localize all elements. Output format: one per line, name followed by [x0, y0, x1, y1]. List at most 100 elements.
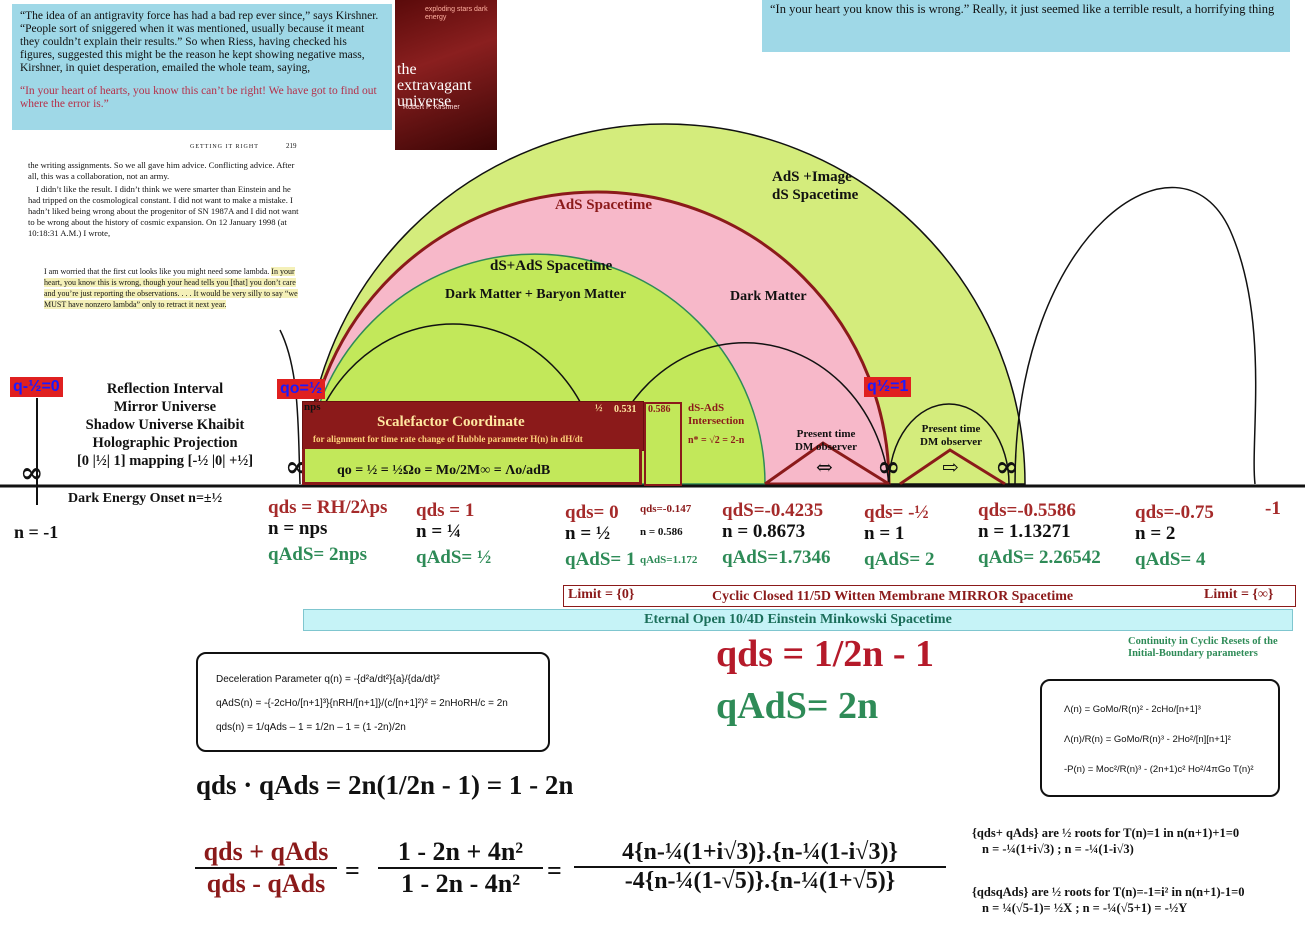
- quote-box-left: “The idea of an antigravity force has ha…: [12, 4, 392, 130]
- roots-1b: n = -¼(1+i√3) ; n = -¼(1-i√3): [982, 842, 1134, 856]
- scalefactor-lower: qo = ½ = ½Ωo = Mo/2M∞ = Λo/adB: [302, 449, 642, 485]
- bar-cyclic-text: Cyclic Closed 11/5D Witten Membrane MIRR…: [712, 589, 1074, 604]
- quote-left-text: “The idea of an antigravity force has ha…: [20, 10, 379, 74]
- label-586: 0.586: [648, 404, 671, 415]
- label-n-minus-one: n = -1: [14, 522, 59, 542]
- scalefactor-531: 0.531: [614, 404, 637, 415]
- column-4: qds= -½ n = 1 qAdS= 2: [864, 502, 935, 570]
- observer-arrow-1: ⇔: [816, 455, 833, 479]
- label-ads-image: AdS +Image: [772, 169, 852, 185]
- roots-1a: {qds+ qAds} are ½ roots for T(n)=1 in n(…: [972, 826, 1240, 840]
- left-curve: [279, 329, 301, 485]
- label-ds-ads-intersection: dS-AdS Intersection: [688, 402, 745, 427]
- region-dm-bm: Dark Matter + Baryon Matter: [445, 287, 627, 302]
- page-para1: the writing assignments. So we all gave …: [28, 160, 295, 181]
- scalefactor-title: Scalefactor Coordinate: [377, 414, 525, 430]
- ratio-den-right: -4{n-¼(1-√5)}.{n-¼(1+√5)}: [624, 868, 896, 894]
- quote-left-red: “In your heart of hearts, you know this …: [20, 85, 377, 110]
- region-ads-image: AdS +Image dS Spacetime: [772, 168, 858, 204]
- observer-triangle-2: [899, 448, 1006, 486]
- label-reflection: Reflection Interval: [106, 381, 224, 397]
- formula-qads: qAdS= 2n: [716, 685, 879, 727]
- col2-qads: qAdS= 1: [565, 549, 636, 570]
- decel-line-3: qds(n) = 1/qAds – 1 = 1/2n – 1 = (1 -2n)…: [216, 722, 406, 733]
- deceleration-box: Deceleration Parameter q(n) = -{d²a/dt²}…: [196, 652, 550, 752]
- formula-qds: qds = 1/2n - 1: [716, 633, 935, 675]
- ratio-right: 4{n-¼(1+i√3)}.{n-¼(1-i√3)} -4{n-¼(1-√5)}…: [574, 839, 946, 895]
- col3-qds: qdS=-0.4235: [722, 500, 824, 521]
- label-mapping: [0 |½| 1] mapping [-½ |0| +½]: [76, 453, 254, 469]
- col0-n: n = nps: [268, 518, 328, 539]
- observer-label-2: Present time DM observer: [919, 423, 982, 448]
- tag-q-o-half: qo=½: [277, 379, 326, 399]
- col4-qds: qds= -½: [864, 502, 929, 523]
- page-quote-pre: I am worried that the first cut looks li…: [44, 267, 270, 276]
- column-1: qds = 1 n = ¼ qAdS= ½: [416, 500, 491, 568]
- infinity-symbol-1: ∞: [20, 456, 44, 489]
- decel-line-1: Deceleration Parameter q(n) = -{d²a/dt²}…: [216, 674, 440, 685]
- decel-line-2: qAdS(n) = -{-2cHo/[n+1]³}{nRH/[n+1]}/(c/…: [216, 698, 508, 709]
- col0-qads: qAdS= 2nps: [268, 544, 368, 565]
- bar-limit-zero: Limit = {0}: [568, 587, 635, 602]
- col2-qds-small: qds=-0.147: [640, 503, 692, 515]
- roots-block-1: {qds+ qAds} are ½ roots for T(n)=1 in n(…: [972, 825, 1239, 857]
- right-arch: [1014, 186, 1257, 485]
- lambda-line-3: -P(n) = Moc²/R(n)³ - (2n+1)c² Ho²/4πGo T…: [1064, 764, 1254, 775]
- col1-qds: qds = 1: [416, 500, 475, 521]
- product-text: qds · qAds = 2n(1/2n - 1) = 1 - 2n: [196, 770, 574, 800]
- col4-qads: qAdS= 2: [864, 549, 935, 570]
- ratio-left: qds + qAds qds - qAds: [195, 837, 337, 899]
- cyclic-bar: Limit = {0} Cyclic Closed 11/5D Witten M…: [563, 585, 1296, 607]
- bar-eternal-text: Eternal Open 10/4D Einstein Minkowski Sp…: [644, 612, 952, 627]
- scalefactor-equation: qo = ½ = ½Ωo = Mo/2M∞ = Λo/adB: [337, 463, 551, 478]
- observer-label-1: Present time DM observer: [794, 428, 857, 453]
- page-header: GETTING IT RIGHT: [190, 144, 259, 150]
- col2-qds: qds= 0: [565, 502, 619, 523]
- book-subtitle: exploding stars dark energy: [425, 6, 488, 21]
- infinity-symbol-5: ∞: [995, 450, 1019, 483]
- book-cover: exploding stars dark energy the extravag…: [395, 0, 497, 150]
- col0-qds: qds = RH/2λps: [268, 497, 388, 518]
- lambda-line-1: Λ(n) = GoMo/R(n)² - 2cHo/[n+1]³: [1064, 704, 1201, 715]
- ratio-den-left: qds - qAds: [206, 869, 326, 898]
- scalefactor-586-box: 0.586: [644, 402, 682, 486]
- bar-limit-inf: Limit = {∞}: [1204, 587, 1274, 602]
- scalefactor-nps: nps: [304, 401, 321, 413]
- col2-n-small: n = 0.586: [640, 526, 683, 538]
- label-nstar: n* = √2 = 2-n: [688, 435, 745, 446]
- eternal-bar: Eternal Open 10/4D Einstein Minkowski Sp…: [303, 609, 1293, 631]
- column-2: qds= 0 n = ½ qAdS= 1: [565, 502, 636, 570]
- quote-right-text: “In your heart you know this is wrong.” …: [770, 2, 1275, 16]
- col3-qads: qAdS=1.7346: [722, 547, 831, 568]
- col4-n: n = 1: [864, 523, 905, 544]
- col6-qds: qds=-0.75: [1135, 502, 1214, 523]
- label-mirror: Mirror Universe: [113, 399, 217, 415]
- col5-n: n = 1.13271: [978, 521, 1071, 542]
- col2-n: n = ½: [565, 523, 611, 544]
- quote-box-right: “In your heart you know this is wrong.” …: [762, 0, 1290, 52]
- ratio-num-left: qds + qAds: [195, 837, 337, 869]
- label-onset: Dark Energy Onset n=±½: [68, 491, 223, 506]
- page-quote: I am worried that the first cut looks li…: [44, 266, 300, 310]
- arc-right: [888, 403, 1010, 485]
- eq-sign-1: =: [345, 856, 360, 885]
- col1-n: n = ¼: [416, 521, 462, 542]
- infinity-symbol-4: ∞: [877, 450, 901, 483]
- tag-q-minus-half: q-½=0: [10, 377, 63, 397]
- tag-q-half-one: q½=1: [864, 377, 912, 397]
- left-label-block: Reflection Interval Mirror Universe Shad…: [55, 380, 275, 470]
- scalefactor-half: ½: [595, 403, 603, 414]
- ratio-num-mid: 1 - 2n + 4n²: [378, 837, 543, 869]
- region-ds-ads: dS+AdS Spacetime: [490, 258, 613, 274]
- col3-n: n = 0.8673: [722, 521, 806, 542]
- lambda-line-2: Λ(n)/R(n) = GoMo/R(n)³ - 2Ho²/[n][n+1]²: [1064, 734, 1231, 745]
- label-holographic: Holographic Projection: [92, 435, 238, 451]
- lambda-box: Λ(n) = GoMo/R(n)² - 2cHo/[n+1]³ Λ(n)/R(n…: [1040, 679, 1280, 797]
- col1-qads: qAdS= ½: [416, 547, 492, 568]
- label-minus-one: -1: [1265, 498, 1281, 519]
- roots-block-2: {qdsqAds} are ½ roots for T(n)=-1=i² in …: [972, 884, 1244, 916]
- roots-2b: n = ¼(√5-1)= ½X ; n = -¼(√5+1) = -½Y: [982, 901, 1188, 915]
- col6-n: n = 2: [1135, 523, 1176, 544]
- column-3: qdS=-0.4235 n = 0.8673 qAdS=1.7346: [722, 500, 831, 568]
- ratio-num-right: 4{n-¼(1+i√3)}.{n-¼(1-i√3)}: [574, 839, 946, 868]
